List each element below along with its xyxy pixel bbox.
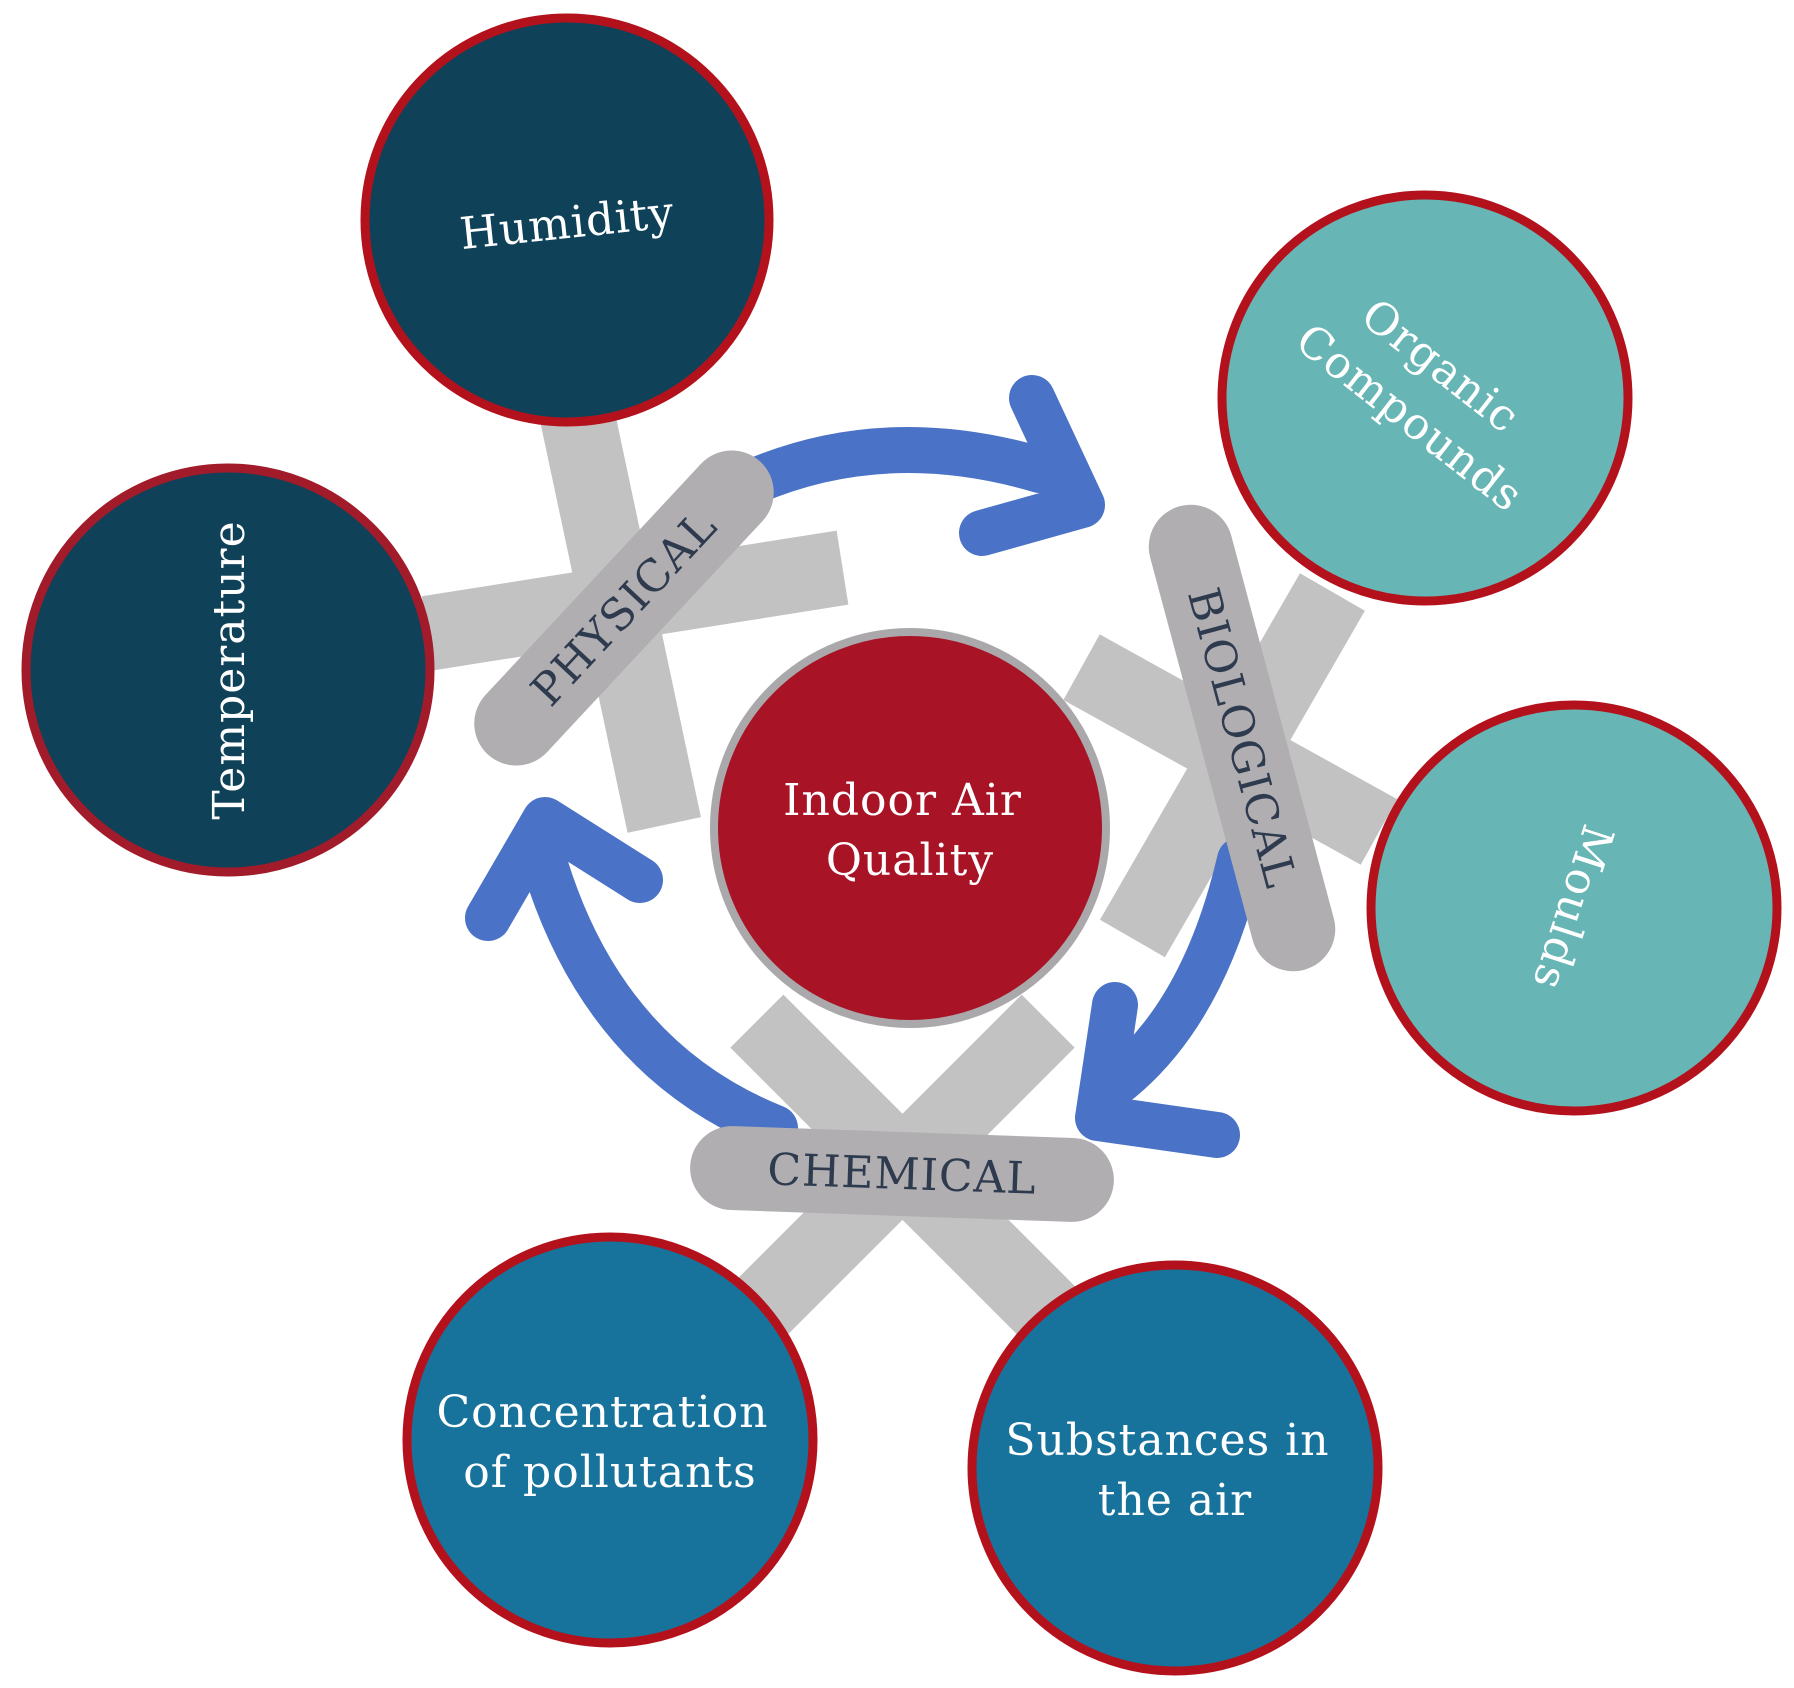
node-substances-line2: the air bbox=[1098, 1475, 1252, 1526]
node-substances-line1: Substances in bbox=[1005, 1415, 1329, 1466]
center-label-line1: Indoor Air bbox=[783, 775, 1022, 826]
node-temperature: Temperature bbox=[21, 463, 435, 877]
node-concentration-line1: Concentration bbox=[436, 1387, 768, 1438]
node-substances-in-the-air: Substances in the air bbox=[967, 1260, 1383, 1676]
pill-chemical-label: CHEMICAL bbox=[767, 1144, 1038, 1204]
node-organic-compounds: Organic Compounds bbox=[1217, 190, 1633, 606]
node-humidity: Humidity bbox=[360, 13, 774, 427]
arrow-physical-to-biological-head bbox=[959, 375, 1105, 556]
center-label-line2: Quality bbox=[826, 835, 994, 886]
arrow-biological-to-chemical bbox=[1097, 837, 1263, 1103]
node-moulds: Moulds bbox=[1366, 700, 1782, 1116]
pill-chemical: CHEMICAL bbox=[690, 1126, 1114, 1222]
node-concentration-of-pollutants: Concentration of pollutants bbox=[402, 1232, 818, 1648]
arrow-chemical-to-physical bbox=[522, 842, 798, 1151]
node-temperature-label: Temperature bbox=[204, 520, 255, 819]
center-node-indoor-air-quality: Indoor Air Quality bbox=[710, 628, 1110, 1028]
center-label: Indoor Air Quality bbox=[783, 775, 1037, 886]
arrow-chemical-to-physical-head bbox=[465, 797, 663, 941]
node-substances-label: Substances in the air bbox=[1005, 1415, 1344, 1526]
node-concentration-line2: of pollutants bbox=[463, 1447, 756, 1498]
node-concentration-label: Concentration of pollutants bbox=[436, 1387, 783, 1498]
arrow-biological-to-chemical-head bbox=[1075, 982, 1240, 1158]
